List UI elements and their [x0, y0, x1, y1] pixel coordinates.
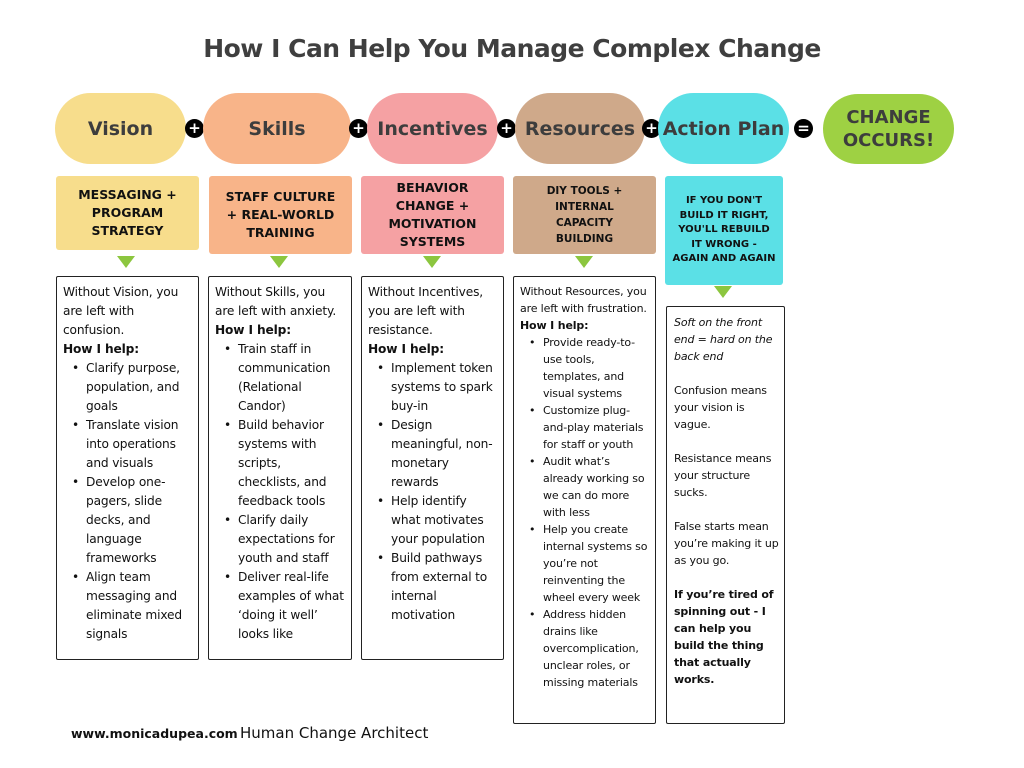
bullet-item: Train staff in communication (Relational… — [215, 340, 346, 416]
bullet-item: Deliver real-life examples of what ‘doin… — [215, 568, 346, 644]
bullet-item: Build behavior systems with scripts, che… — [215, 416, 346, 511]
bullet-item: Provide ready-to-use tools, templates, a… — [520, 334, 650, 402]
bullet-item: Build pathways from external to internal… — [368, 549, 498, 625]
card-skills: Without Skills, you are left with anxiet… — [208, 276, 352, 660]
plus-icon: + — [349, 119, 368, 138]
pill-label: Resources — [524, 117, 636, 140]
card-line: Confusion means your vision is vague. — [674, 384, 767, 431]
bullet-item: Customize plug-and-play materials for st… — [520, 402, 650, 453]
equals-icon: = — [794, 119, 813, 138]
category-skills: STAFF CULTURE + REAL-WORLD TRAINING — [209, 176, 352, 254]
bullet-item: Help you create internal systems so you’… — [520, 521, 650, 606]
bullet-item: Help identify what motivates your popula… — [368, 492, 498, 549]
card-bullets: Provide ready-to-use tools, templates, a… — [520, 334, 650, 691]
bullet-item: Clarify daily expectations for youth and… — [215, 511, 346, 568]
bullet-item: Audit what’s already working so we can d… — [520, 453, 650, 521]
plus-icon: + — [185, 119, 204, 138]
category-label: MESSAGING + PROGRAM STRATEGY — [78, 187, 177, 238]
pill-label: Incentives — [377, 117, 488, 140]
bullet-item: Develop one-pagers, slide decks, and lan… — [63, 473, 193, 568]
result-label: CHANGE OCCURS! — [842, 107, 935, 151]
page-title: How I Can Help You Manage Complex Change — [203, 34, 821, 63]
pill-vision: Vision — [55, 93, 186, 164]
arrow-down-icon — [714, 286, 732, 298]
card-help-label: How I help: — [368, 342, 444, 356]
category-label: DIY TOOLS + INTERNAL CAPACITY BUILDING — [546, 185, 623, 245]
plus-icon: + — [642, 119, 661, 138]
card-incentives: Without Incentives, you are left with re… — [361, 276, 504, 660]
card-vision: Without Vision, you are left with confus… — [56, 276, 199, 660]
card-bullets: Train staff in communication (Relational… — [215, 340, 346, 644]
card-line: False starts mean you’re making it up as… — [674, 520, 779, 567]
pill-incentives: Incentives — [367, 93, 498, 164]
category-label: STAFF CULTURE + REAL-WORLD TRAINING — [225, 189, 336, 240]
pill-label: Vision — [87, 117, 154, 140]
card-intro: Without Vision, you are left with confus… — [63, 285, 179, 337]
pill-label: Action Plan — [662, 117, 785, 140]
category-label: IF YOU DON'T BUILD IT RIGHT, YOU'LL REBU… — [672, 195, 776, 265]
bullet-item: Clarify purpose, population, and goals — [63, 359, 193, 416]
pill-label: Skills — [248, 117, 306, 140]
bullet-item: Translate vision into operations and vis… — [63, 416, 193, 473]
card-action-plan: Soft on the front end = hard on the back… — [666, 306, 785, 724]
pill-skills: Skills — [203, 93, 351, 164]
card-intro: Without Incentives, you are left with re… — [368, 285, 483, 337]
category-vision: MESSAGING + PROGRAM STRATEGY — [56, 176, 199, 250]
category-resources: DIY TOOLS + INTERNAL CAPACITY BUILDING — [513, 176, 656, 254]
pill-change-occurs: CHANGE OCCURS! — [823, 94, 954, 164]
card-line: Resistance means your structure sucks. — [674, 452, 772, 499]
pill-action-plan: Action Plan — [658, 93, 789, 164]
card-resources: Without Resources, you are left with fru… — [513, 276, 656, 724]
plus-icon: + — [497, 119, 516, 138]
card-tagline: Soft on the front end = hard on the back… — [674, 316, 773, 363]
card-help-label: How I help: — [215, 323, 291, 337]
category-incentives: BEHAVIOR CHANGE + MOTIVATION SYSTEMS — [361, 176, 504, 254]
website-link[interactable]: www.monicadupea.com — [71, 726, 238, 741]
arrow-down-icon — [117, 256, 135, 268]
category-label: BEHAVIOR CHANGE + MOTIVATION SYSTEMS — [388, 180, 477, 249]
card-help-label: How I help: — [520, 319, 589, 332]
card-closing: If you’re tired of spinning out - I can … — [674, 588, 774, 686]
arrow-down-icon — [575, 256, 593, 268]
footer-tagline: Human Change Architect — [240, 724, 429, 742]
bullet-item: Implement token systems to spark buy-in — [368, 359, 498, 416]
bullet-item: Align team messaging and eliminate mixed… — [63, 568, 193, 644]
card-help-label: How I help: — [63, 342, 139, 356]
card-bullets: Implement token systems to spark buy-in … — [368, 359, 498, 625]
card-bullets: Clarify purpose, population, and goals T… — [63, 359, 193, 644]
category-action-plan: IF YOU DON'T BUILD IT RIGHT, YOU'LL REBU… — [665, 176, 783, 285]
bullet-item: Design meaningful, non-monetary rewards — [368, 416, 498, 492]
pill-resources: Resources — [515, 93, 645, 164]
card-intro: Without Resources, you are left with fru… — [520, 285, 647, 315]
arrow-down-icon — [423, 256, 441, 268]
bullet-item: Address hidden drains like overcomplicat… — [520, 606, 650, 691]
card-intro: Without Skills, you are left with anxiet… — [215, 285, 337, 318]
arrow-down-icon — [270, 256, 288, 268]
